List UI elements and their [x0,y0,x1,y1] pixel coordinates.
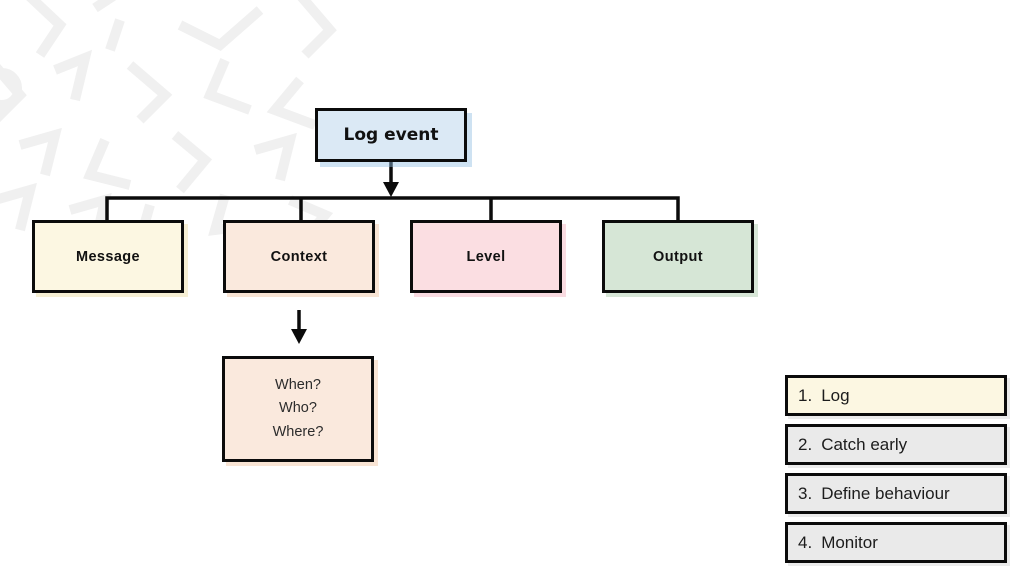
arrow-down-icon [291,329,307,344]
flow-node-label: Log event [343,125,439,145]
steps-list: 1. Log 2. Catch early 3. Define behaviou… [785,375,1007,571]
flow-node-label: Level [466,248,506,265]
step-number: 3. [798,483,813,503]
context-detail-line: Who? [279,400,317,417]
step-item-define-behaviour: 3. Define behaviour [785,473,1007,514]
step-label: Monitor [821,532,878,552]
step-label: Define behaviour [821,483,950,503]
flow-node-level: Level [410,220,562,293]
flow-node-output: Output [602,220,754,293]
step-number: 4. [798,532,813,552]
flow-node-message: Message [32,220,184,293]
arrow-down-icon [383,182,399,197]
flow-node-context: Context [223,220,375,293]
flow-node-label: Context [270,248,328,265]
context-detail-line: Where? [272,423,324,440]
flow-node-label: Output [653,248,703,265]
context-detail-line: When? [275,377,321,394]
flow-node-label: Message [75,248,141,265]
step-label: Catch early [821,434,908,454]
flow-node-log-event: Log event [315,108,467,162]
step-number: 1. [798,385,813,405]
context-detail-lines: When? Who? Where? [273,374,324,444]
step-item-catch-early: 2. Catch early [785,424,1007,465]
step-item-log: 1. Log [785,375,1007,416]
step-label: Log [821,385,850,405]
flow-node-context-detail: When? Who? Where? [222,356,374,462]
step-number: 2. [798,434,813,454]
step-item-monitor: 4. Monitor [785,522,1007,563]
